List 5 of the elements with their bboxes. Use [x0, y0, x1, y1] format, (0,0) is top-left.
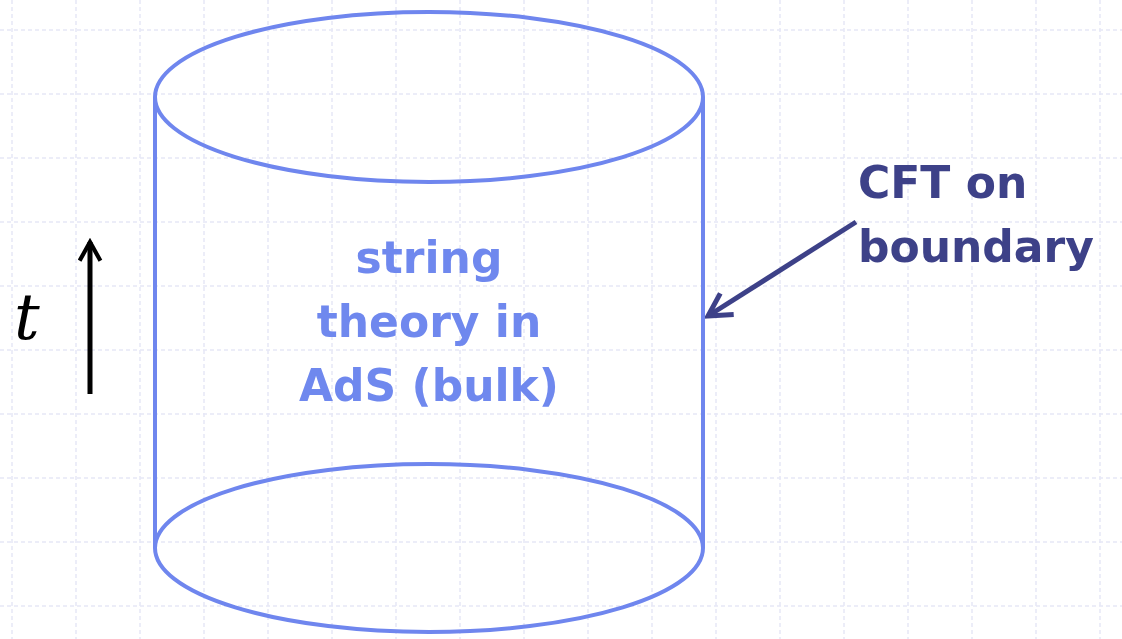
callout-label: CFT on boundary	[858, 156, 1095, 274]
time-axis-label: t	[14, 282, 40, 352]
cylinder-label: string theory in AdS (bulk)	[298, 231, 560, 413]
cylinder	[153, 10, 705, 634]
arrow	[705, 219, 858, 319]
